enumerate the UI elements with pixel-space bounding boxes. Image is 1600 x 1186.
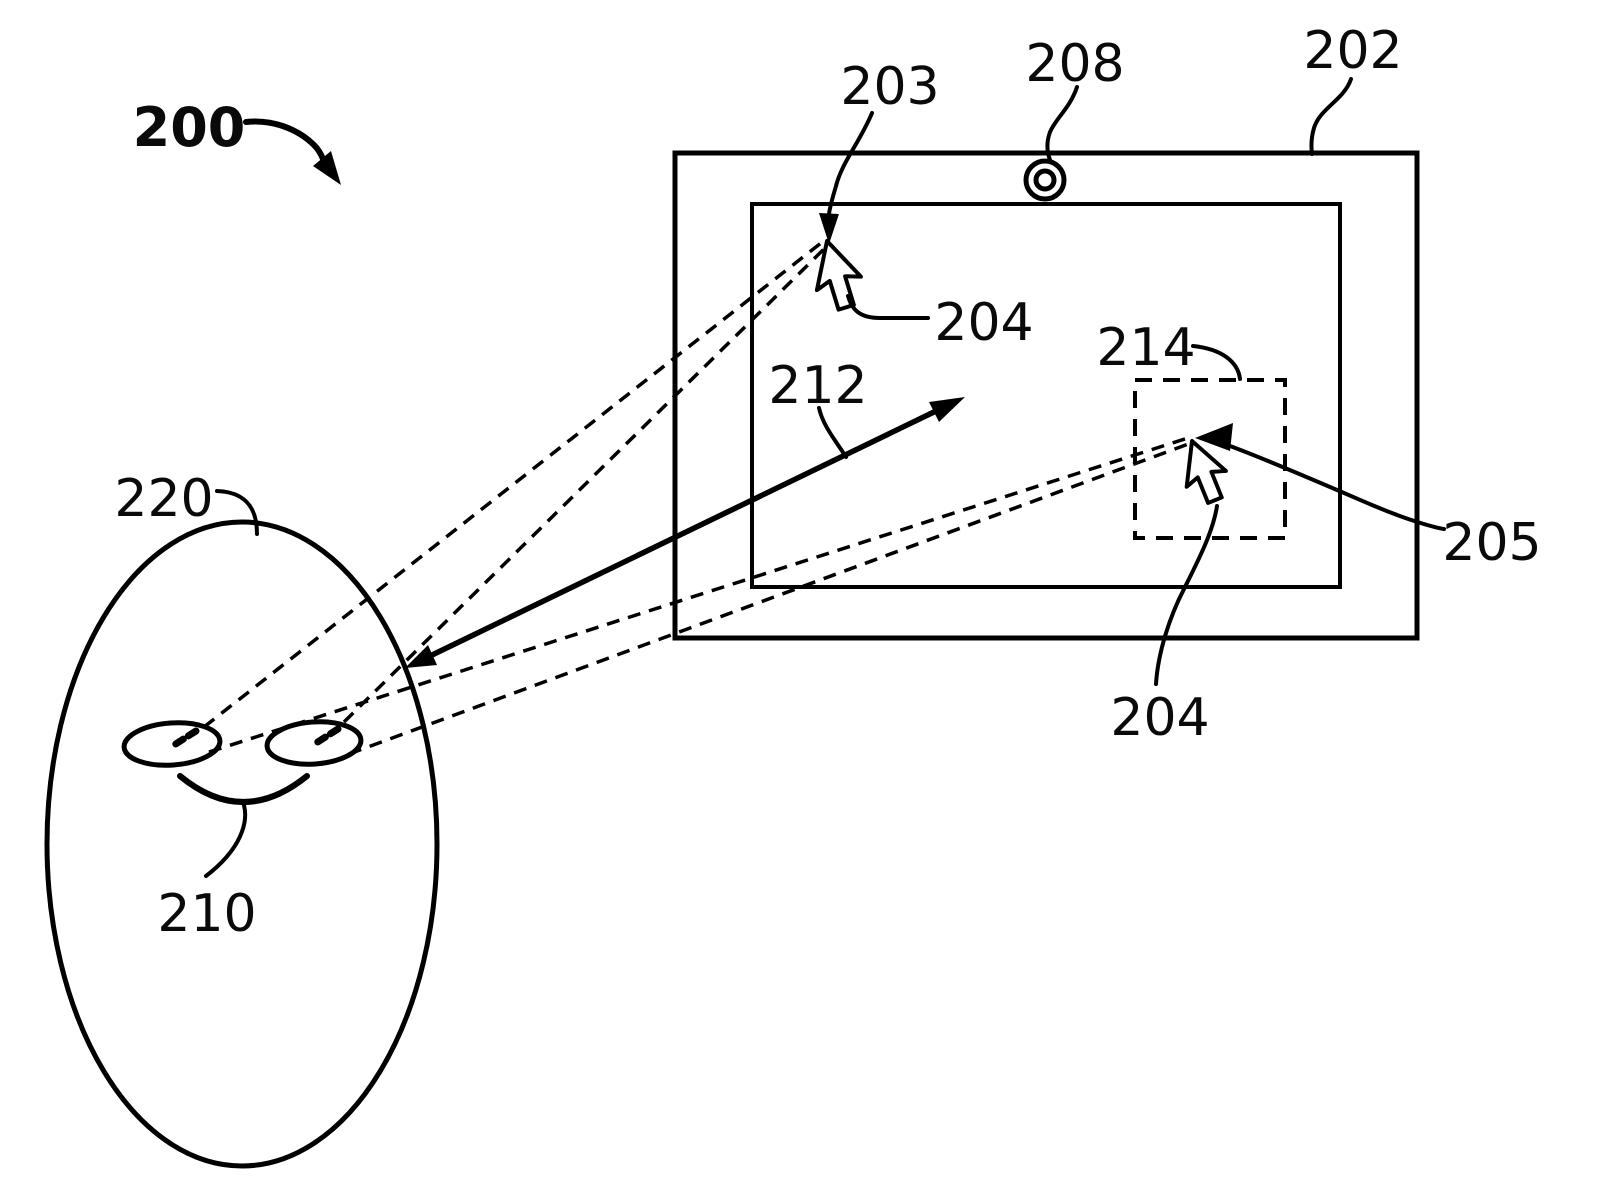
left-pupil [167,727,200,751]
leader-205 [1195,423,1446,531]
leader-208 [1045,85,1079,162]
leader-200 [243,118,341,185]
leader-204-top [846,294,930,320]
leader-205-curve [1228,444,1446,531]
label-202: 202 [1303,21,1402,81]
gaze-vector-arrowhead-face-end [405,645,437,668]
label-212: 212 [768,356,867,416]
gaze-ray-right-eye-to-top-cursor [342,247,826,724]
label-205: 205 [1442,513,1541,573]
leader-200-curve [243,118,326,162]
mouth [177,773,310,805]
gaze-ray-right-eye-to-box [348,441,1192,756]
leader-210 [204,800,248,878]
gaze-vector-arrowhead-screen-end [929,397,965,422]
mouse-cursor-icon-in-box [1184,439,1228,505]
head-outline [44,519,440,1169]
leader-203 [819,111,874,244]
label-208: 208 [1025,34,1124,94]
gaze-vector [405,397,965,668]
leader-200-arrowhead [313,151,341,185]
right-eye [264,719,364,767]
target-dashed-box [1133,378,1287,540]
label-204-top: 204 [934,293,1033,353]
camera-outer-ring [1023,158,1067,202]
label-214: 214 [1096,318,1195,378]
leader-214 [1191,344,1242,381]
leader-220 [215,489,259,536]
gaze-vector-line [428,408,938,659]
right-pupil [309,725,342,749]
label-210: 210 [157,884,256,944]
label-220: 220 [114,469,213,529]
leader-203-arrowhead [819,213,839,244]
label-200: 200 [133,96,246,159]
left-eye [121,720,223,768]
leader-205-arrowhead [1195,423,1233,451]
label-204-bottom: 204 [1110,688,1209,748]
mouse-cursor-icon-top [814,239,863,312]
gaze-ray-left-eye-to-box [208,435,1192,754]
leader-212 [817,406,848,459]
leader-203-curve [827,111,874,216]
label-203: 203 [840,57,939,117]
camera-icon [1023,158,1067,202]
display-screen [750,202,1342,589]
camera-inner-ring [1033,168,1057,192]
mouse-cursor-box-shape [1184,439,1228,505]
leader-202 [1309,77,1353,156]
leader-204-bottom [1154,504,1219,686]
mouse-cursor-top-shape [814,239,863,312]
